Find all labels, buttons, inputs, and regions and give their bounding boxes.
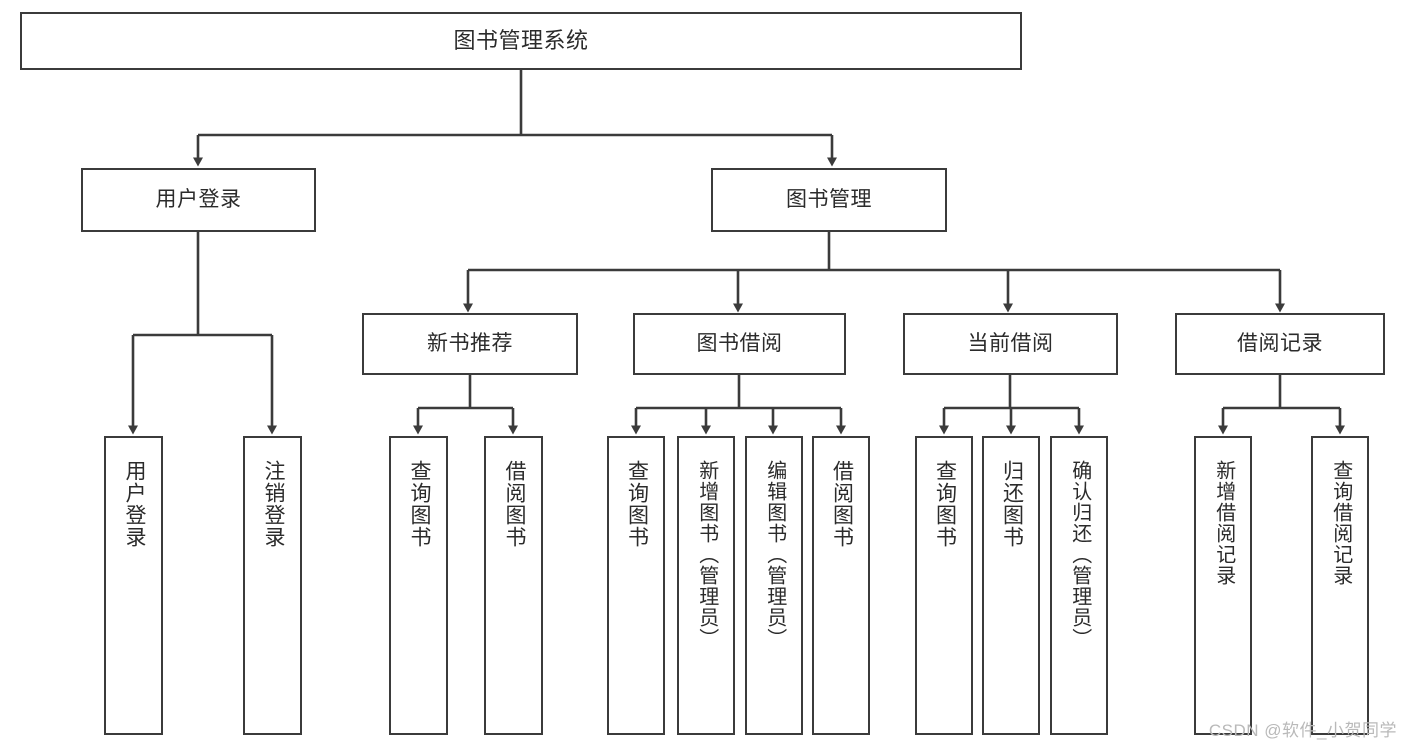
leaf-label: 查询图书 [625,460,649,548]
node-root-book-management-system[interactable]: 图书管理系统 [20,12,1022,70]
node-label: 用户登录 [155,187,242,211]
leaf-user-login-logout[interactable]: 注销登录 [243,436,302,735]
leaf-current-borrow-return-book[interactable]: 归还图书 [982,436,1040,735]
csdn-watermark: CSDN @软件_小贺同学 [1208,721,1397,740]
node-borrow-record[interactable]: 借阅记录 [1175,313,1385,375]
leaf-borrow-record-add-record[interactable]: 新增借阅记录 [1194,436,1252,735]
leaf-label: 查询图书 [933,460,957,548]
leaf-label: 借阅图书 [502,460,526,548]
leaf-label: 归还图书 [1000,460,1024,548]
leaf-label: 编辑图书（管理员） [763,460,786,649]
leaf-book-borrow-query-book[interactable]: 查询图书 [607,436,665,735]
leaf-book-borrow-borrow-book[interactable]: 借阅图书 [812,436,870,735]
node-book-borrow[interactable]: 图书借阅 [633,313,846,375]
node-book-management[interactable]: 图书管理 [711,168,947,232]
node-label: 图书借阅 [696,331,783,355]
leaf-borrow-record-query-record[interactable]: 查询借阅记录 [1311,436,1369,735]
node-new-book-recommend[interactable]: 新书推荐 [362,313,578,375]
node-label: 图书管理系统 [453,28,589,54]
node-label: 图书管理 [786,187,872,211]
node-label: 新书推荐 [427,331,513,355]
leaf-label: 查询借阅记录 [1329,460,1352,586]
leaf-label: 借阅图书 [830,460,854,548]
leaf-label: 确认归还（管理员） [1068,460,1091,649]
leaf-label: 注销登录 [261,460,285,548]
leaf-current-borrow-query-book[interactable]: 查询图书 [915,436,973,735]
leaf-book-borrow-edit-book-admin[interactable]: 编辑图书（管理员） [745,436,803,735]
leaf-new-book-borrow-book[interactable]: 借阅图书 [484,436,543,735]
leaf-book-borrow-add-book-admin[interactable]: 新增图书（管理员） [677,436,735,735]
leaf-label: 新增借阅记录 [1212,460,1235,586]
leaf-user-login-login[interactable]: 用户登录 [104,436,163,735]
leaf-label: 查询图书 [407,460,431,548]
leaf-current-borrow-confirm-return-admin[interactable]: 确认归还（管理员） [1050,436,1108,735]
node-label: 借阅记录 [1237,331,1323,355]
leaf-label: 用户登录 [122,460,146,548]
leaf-label: 新增图书（管理员） [695,460,718,649]
node-current-borrow[interactable]: 当前借阅 [903,313,1118,375]
node-label: 当前借阅 [967,331,1054,355]
leaf-new-book-query-book[interactable]: 查询图书 [389,436,448,735]
node-user-login[interactable]: 用户登录 [81,168,316,232]
